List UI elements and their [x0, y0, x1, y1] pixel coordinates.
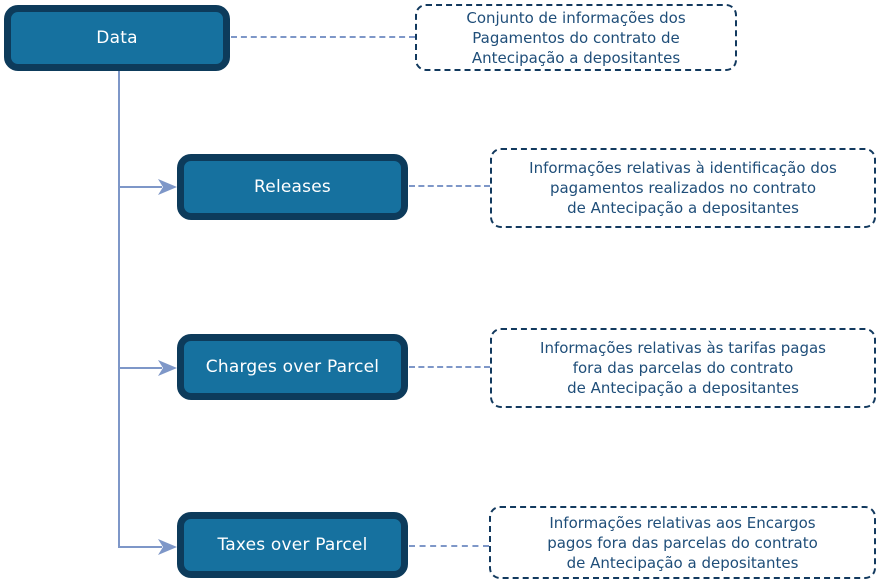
- connector-branch-releases: [118, 186, 162, 188]
- note-connector-taxes: [409, 545, 489, 547]
- note-releases: Informações relativas à identificação do…: [490, 148, 876, 228]
- note-connector-releases: [409, 185, 490, 187]
- node-taxes-over-parcel: Taxes over Parcel: [177, 512, 408, 578]
- node-taxes-over-parcel-label: Taxes over Parcel: [217, 535, 368, 555]
- note-data-text: Conjunto de informações dos Pagamentos d…: [466, 8, 686, 67]
- note-charges-over-parcel: Informações relativas às tarifas pagas f…: [490, 328, 876, 408]
- node-data: Data: [4, 5, 230, 71]
- note-connector-data: [231, 36, 415, 38]
- node-releases-label: Releases: [254, 177, 331, 197]
- note-charges-over-parcel-text: Informações relativas às tarifas pagas f…: [540, 339, 826, 397]
- connector-branch-charges: [118, 367, 162, 369]
- note-releases-text: Informações relativas à identificação do…: [529, 159, 837, 217]
- connector-trunk-line: [118, 71, 120, 548]
- node-charges-over-parcel: Charges over Parcel: [177, 334, 408, 400]
- note-data: Conjunto de informações dos Pagamentos d…: [415, 4, 737, 71]
- arrowhead-icon: [158, 360, 177, 376]
- node-charges-over-parcel-label: Charges over Parcel: [205, 357, 380, 377]
- node-data-label: Data: [96, 28, 138, 48]
- node-releases: Releases: [177, 154, 408, 220]
- note-taxes-over-parcel: Informações relativas aos Encargos pagos…: [489, 506, 876, 579]
- arrowhead-icon: [158, 539, 177, 555]
- arrowhead-icon: [158, 179, 177, 195]
- note-connector-charges: [409, 366, 490, 368]
- note-taxes-over-parcel-text: Informações relativas aos Encargos pagos…: [547, 513, 818, 572]
- connector-branch-taxes: [118, 546, 162, 548]
